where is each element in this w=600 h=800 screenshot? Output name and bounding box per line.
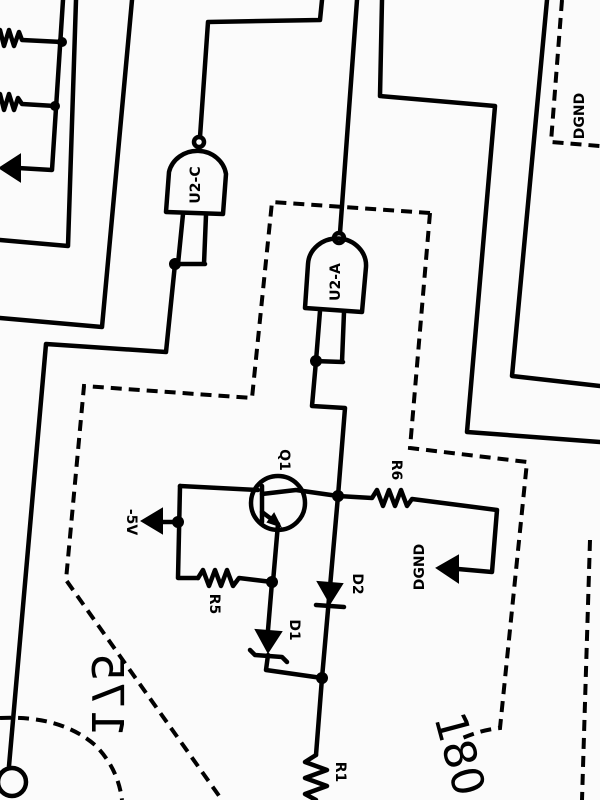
dashed-boundary-right <box>407 212 530 742</box>
gate-u2a <box>302 236 369 315</box>
wire-u2c-output <box>197 0 325 140</box>
wire-u2c-inputs <box>171 211 209 267</box>
note-right: 180 <box>424 707 495 800</box>
junction-dot <box>50 101 60 111</box>
supply-arrow-icon <box>140 507 163 535</box>
resistor-r6 <box>335 487 500 575</box>
label-dgnd-mid: DGND <box>412 544 428 590</box>
dashed-boundary-bottom-left <box>0 715 124 800</box>
label-d1: D1 <box>286 619 302 640</box>
label-r5: R5 <box>206 594 222 615</box>
label-d2: D2 <box>349 573 365 594</box>
wire-base <box>177 483 261 493</box>
resistor-r1 <box>302 752 330 800</box>
junction-dot <box>316 672 328 684</box>
wire-u2a-output <box>337 0 360 236</box>
wire-right-1 <box>377 0 600 445</box>
diode-d1-bar <box>247 647 290 665</box>
gate-u2c <box>163 148 229 217</box>
label-r6: R6 <box>388 460 404 481</box>
label-neg5v: -5V <box>123 509 139 536</box>
diode-d2 <box>316 580 344 605</box>
wire-top-left-resistor-2 <box>0 91 58 113</box>
label-dgnd-top: DGND <box>572 93 588 139</box>
wire-left-2 <box>0 0 135 330</box>
dashed-boundary-left <box>63 199 431 800</box>
resistor-r5 <box>195 567 275 589</box>
label-q1: Q1 <box>276 449 292 471</box>
arrow-left-icon <box>0 153 21 183</box>
wire-base-left <box>175 483 201 581</box>
label-u2c: U2-C <box>188 166 204 203</box>
wire-right-2 <box>509 0 600 389</box>
wire-top-left-bus <box>15 0 66 173</box>
label-u2a: U2-A <box>328 263 344 301</box>
wire-top-left-resistor-1 <box>0 27 65 49</box>
ground-arrow-icon <box>435 554 459 584</box>
note-left: 175 <box>81 653 132 737</box>
diode-d1 <box>254 628 283 654</box>
emitter-arrow-icon <box>266 512 282 528</box>
dashed-boundary-far-right <box>580 539 592 800</box>
wire-u2c-input-bus <box>6 261 178 769</box>
transistor-q1-collector <box>259 487 341 499</box>
label-r1: R1 <box>332 762 348 783</box>
wire-u2a-inputs <box>311 308 347 365</box>
wire-u2a-input-bus <box>309 358 348 758</box>
diode-d2-bar <box>313 602 347 610</box>
wire-left-1 <box>0 0 79 249</box>
junction-dot <box>57 37 67 47</box>
connector-circle <box>0 765 29 799</box>
gate-u2c-bubble <box>191 134 207 150</box>
gate-u2a-bubble <box>331 230 347 246</box>
wire-d1 <box>263 579 325 681</box>
